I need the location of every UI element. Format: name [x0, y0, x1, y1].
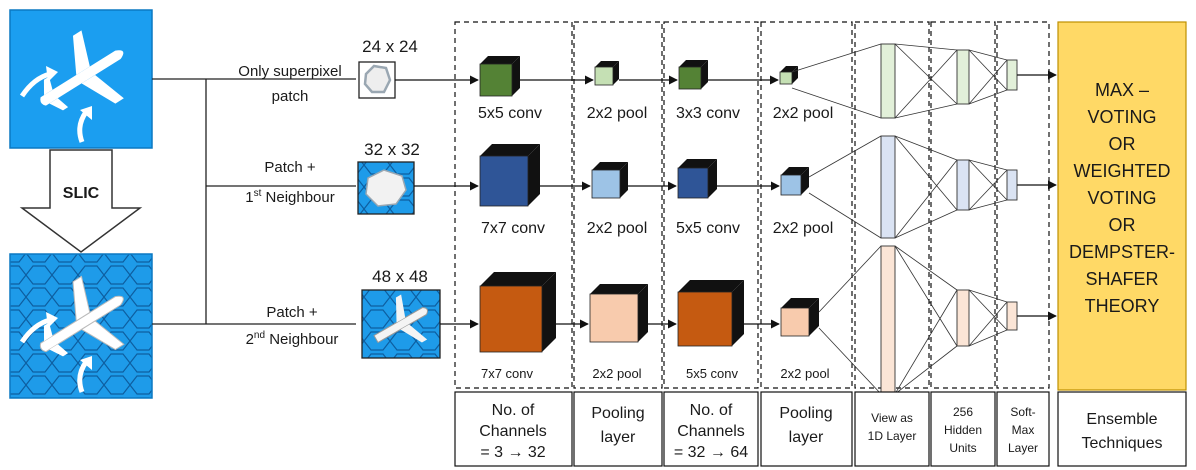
fc-row-1 [808, 135, 1057, 239]
conv2-block-2 [677, 280, 744, 347]
patch-size-0: 24 x 24 [362, 37, 418, 56]
fc-row-2 [818, 245, 1057, 395]
pool2-block-1 [780, 167, 809, 196]
softmax-layer-2 [1006, 301, 1018, 331]
caption-pooling1-line2: layer [601, 429, 636, 446]
hidden-layer-0 [956, 49, 970, 105]
arrow-icon [77, 356, 92, 393]
caption-hidden-line3: Units [949, 441, 976, 455]
fully-connected-layers [791, 43, 1057, 395]
superpixel-patch-icon [358, 61, 396, 99]
caption-view1d-line1: View as [871, 411, 913, 425]
input-connectors [152, 78, 356, 325]
pool2-block-0 [779, 66, 798, 85]
view1d-layer-1 [880, 135, 896, 239]
caption-hidden-line2: Hidden [944, 423, 982, 437]
conv2-label-1: 5x5 conv [676, 220, 740, 237]
ensemble-line-0: MAX – [1095, 80, 1149, 100]
caption-softmax-line2: Max [1012, 423, 1035, 437]
ensemble-line-7: SHAFER [1085, 269, 1158, 289]
patch-label-0-line1: Only superpixel [238, 63, 341, 80]
hidden-layer-2 [956, 289, 970, 347]
pool2-label-1: 2x2 pool [773, 220, 834, 237]
patch-label-1-line2: 1st Neighbour [245, 188, 335, 206]
caption-channels2-line2: Channels [677, 423, 745, 440]
ensemble-line-2: OR [1109, 134, 1136, 154]
arrow-icon [19, 312, 58, 344]
caption-channels1-line1: No. of [492, 402, 535, 419]
pool2-block-2 [780, 298, 819, 337]
segmented-image [9, 253, 153, 399]
pool1-block-0 [594, 61, 619, 86]
superpixel-patch-icon [357, 161, 415, 215]
caption-softmax-line3: Layer [1008, 441, 1038, 455]
conv2-label-0: 3x3 conv [676, 105, 740, 122]
patch-label-2-line2: 2nd Neighbour [246, 330, 339, 348]
caption-channels1-line2: Channels [479, 423, 547, 440]
arrow-icon [19, 66, 58, 98]
fc-row-0 [791, 43, 1057, 119]
patch-arrows [395, 75, 479, 329]
caption-pooling2-line1: Pooling [779, 405, 832, 422]
pool1-block-1 [591, 162, 628, 199]
caption-hidden-line1: 256 [953, 405, 973, 419]
conv1-block-0 [479, 56, 520, 97]
conv1-label-0: 5x5 conv [478, 105, 542, 122]
softmax-layer-0 [1006, 59, 1018, 91]
conv1-label-1: 7x7 conv [481, 220, 545, 237]
conv1-label-2: 7x7 conv [481, 366, 534, 381]
ensemble-line-3: WEIGHTED [1074, 161, 1171, 181]
caption-view1d-line2: 1D Layer [868, 429, 917, 443]
softmax-layer-1 [1006, 169, 1018, 201]
pool2-label-2: 2x2 pool [780, 366, 829, 381]
stage-columns [454, 21, 1050, 389]
ensemble-line-8: THEORY [1085, 296, 1160, 316]
view1d-layer-2 [880, 245, 896, 395]
patch-label-0-line2: patch [272, 88, 309, 105]
caption-softmax-line1: Soft- [1010, 405, 1035, 419]
patch-size-2: 48 x 48 [372, 267, 428, 286]
conv2-block-0 [678, 60, 708, 90]
layer-blocks [479, 56, 819, 353]
view1d-layer-0 [880, 43, 896, 119]
ensemble-line-1: VOTING [1087, 107, 1156, 127]
airplane-icon [40, 30, 124, 111]
ensemble-line-5: OR [1109, 215, 1136, 235]
ensemble-line-4: VOTING [1087, 188, 1156, 208]
airplane-icon [39, 275, 125, 357]
pool1-label-0: 2x2 pool [587, 105, 648, 122]
caption-pooling1-line1: Pooling [591, 405, 644, 422]
superpixel-patch-icon [361, 289, 441, 359]
conv1-block-2 [479, 272, 556, 353]
conv1-block-1 [479, 144, 540, 207]
pool1-block-2 [589, 284, 648, 343]
pool1-label-1: 2x2 pool [587, 220, 648, 237]
caption-pooling2-line2: layer [789, 429, 824, 446]
hidden-layer-1 [956, 159, 970, 211]
caption-channels1-line3: = 3 → 32 [480, 444, 545, 461]
patch-size-1: 32 x 32 [364, 140, 420, 159]
patch-label-2-line1: Patch + [266, 304, 318, 321]
ensemble-box: MAX – VOTING OR WEIGHTED VOTING OR DEMPS… [1057, 21, 1187, 391]
conv2-block-1 [677, 159, 717, 199]
arrow-icon [77, 106, 92, 143]
pool2-label-0: 2x2 pool [773, 105, 834, 122]
caption-channels2-line3: = 32 → 64 [674, 444, 748, 461]
conv2-label-2: 5x5 conv [686, 366, 739, 381]
caption-ensemble-line2: Techniques [1082, 435, 1163, 452]
caption-channels2-line1: No. of [690, 402, 733, 419]
input-image [9, 9, 153, 149]
caption-boxes [454, 391, 1187, 467]
slic-arrow: SLIC [19, 149, 143, 253]
patch-label-1-line1: Patch + [264, 159, 316, 176]
ensemble-line-6: DEMPSTER- [1069, 242, 1175, 262]
caption-ensemble-line1: Ensemble [1086, 411, 1157, 428]
pool1-label-2: 2x2 pool [592, 366, 641, 381]
slic-label: SLIC [63, 185, 100, 202]
